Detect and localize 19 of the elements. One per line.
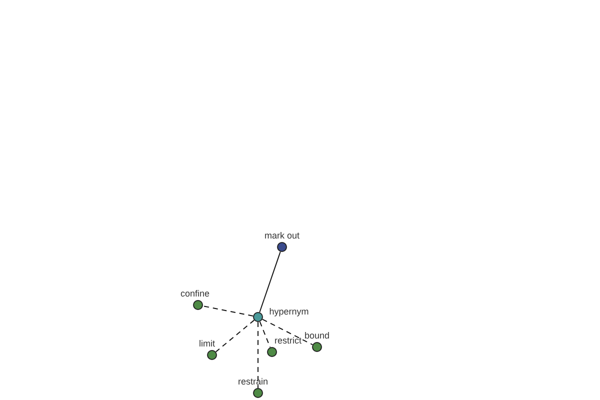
node-circle <box>193 300 203 310</box>
node-label: mark out <box>264 232 300 240</box>
node-circle <box>267 347 277 357</box>
node-circle <box>253 312 263 322</box>
node-circle <box>253 388 263 398</box>
node-label: confine <box>180 290 210 298</box>
dashed-line <box>202 305 254 317</box>
node-circle <box>207 350 217 360</box>
node-label: limit <box>199 340 215 348</box>
node-label: hypernym <box>269 308 309 316</box>
line <box>259 251 281 313</box>
dashed-line <box>259 321 271 348</box>
node-label: restrict <box>274 336 302 346</box>
dashed-line <box>262 318 314 346</box>
dashed-line <box>215 320 255 352</box>
node-label: restrain <box>238 378 268 386</box>
node-circle <box>312 342 322 352</box>
node-label: bound <box>304 332 330 340</box>
node-circle <box>277 242 287 252</box>
